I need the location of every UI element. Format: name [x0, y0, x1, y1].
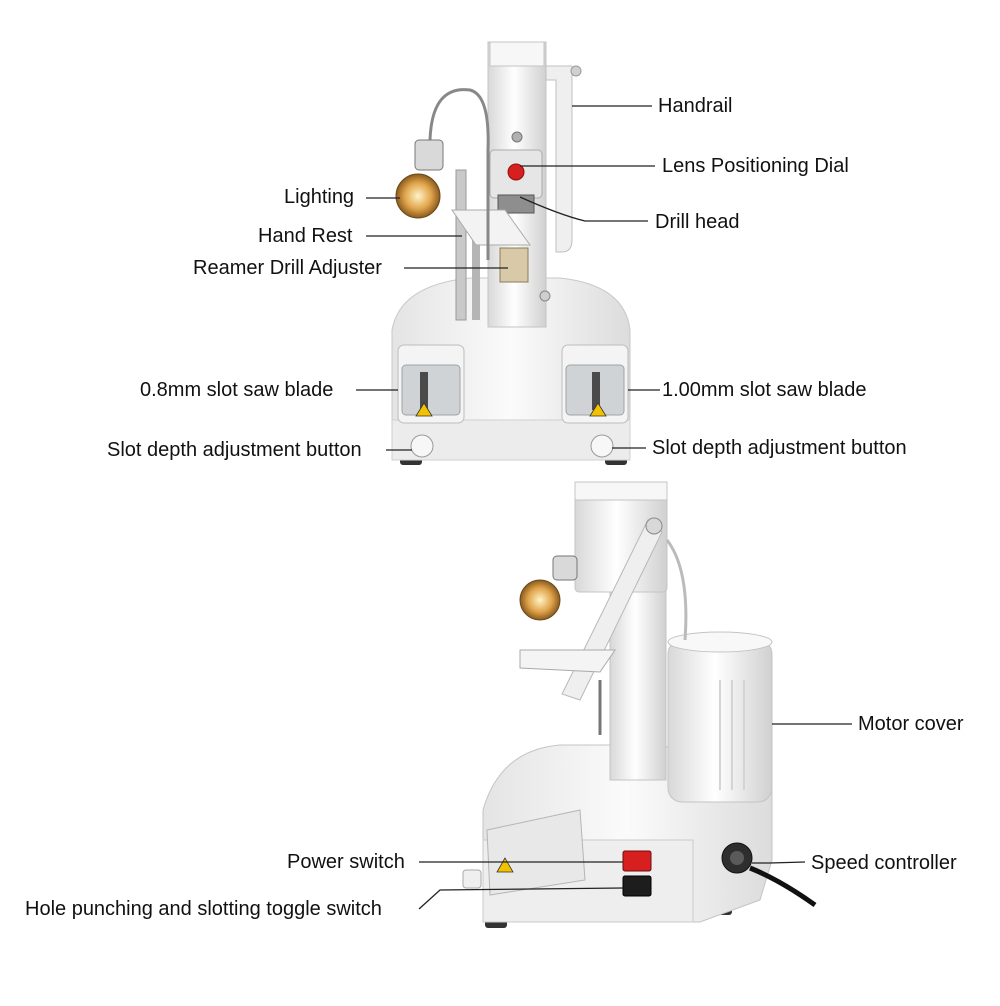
- lamp-housing: [414, 139, 444, 171]
- post: [472, 210, 480, 320]
- head-cap: [574, 481, 668, 501]
- motor-cover-top: [667, 631, 773, 653]
- lamp-gooseneck: [428, 88, 490, 260]
- toggle-switch: [622, 875, 652, 897]
- label-reamer-drill-adjuster: Reamer Drill Adjuster: [193, 257, 382, 279]
- lamp-bulb: [395, 173, 441, 219]
- column-cap: [489, 41, 545, 67]
- screw: [511, 131, 523, 143]
- left-slot-saw-housing: [397, 344, 465, 424]
- handrail: [545, 65, 573, 253]
- reamer-drill-adjuster: [499, 247, 529, 283]
- motor-cover-ribs: [719, 680, 745, 790]
- leader-drill-head: [519, 196, 648, 222]
- leader-lines: [356, 105, 852, 910]
- label-hand-rest: Hand Rest: [258, 225, 353, 247]
- slot-saw-housing: [486, 809, 586, 896]
- handrail-pivot: [570, 65, 582, 77]
- label-power-switch: Power switch: [287, 851, 405, 873]
- lens-positioning-dial: [507, 163, 525, 181]
- label-lighting: Lighting: [284, 186, 355, 208]
- post: [455, 169, 467, 321]
- label-slot-depth-button-left: Slot depth adjustment button: [107, 439, 362, 461]
- bottom-machine: [462, 481, 817, 928]
- label-motor-cover: Motor cover: [858, 713, 964, 735]
- power-cord: [749, 865, 817, 908]
- right-slot-saw-housing: [561, 344, 629, 424]
- slot-depth-knob-right: [590, 434, 614, 458]
- label-handrail: Handrail: [658, 95, 733, 117]
- label-speed-controller: Speed controller: [811, 852, 957, 874]
- label-slot-depth-button-right: Slot depth adjustment button: [652, 437, 907, 459]
- hand-rest: [519, 649, 616, 673]
- lamp-housing: [552, 555, 578, 581]
- leader-speed-controller: [752, 861, 806, 864]
- screw: [539, 290, 551, 302]
- leader-toggle-switch: [418, 887, 624, 910]
- slot-depth-knob-left: [410, 434, 434, 458]
- speed-controller-center: [730, 851, 744, 865]
- warning-label: [496, 857, 514, 873]
- lamp-cable: [665, 539, 688, 641]
- label-drill-head: Drill head: [655, 211, 740, 233]
- handrail-pivot: [645, 517, 663, 535]
- side-knob: [462, 869, 482, 889]
- top-machine: [391, 41, 631, 465]
- label-slot-saw-blade-left: 0.8mm slot saw blade: [140, 379, 334, 401]
- label-lens-positioning-dial: Lens Positioning Dial: [662, 155, 849, 177]
- label-toggle-switch: Hole punching and slotting toggle switch: [25, 898, 382, 920]
- lamp-bulb: [519, 579, 561, 621]
- label-slot-saw-blade-right: 1.00mm slot saw blade: [662, 379, 867, 401]
- power-switch: [622, 850, 652, 872]
